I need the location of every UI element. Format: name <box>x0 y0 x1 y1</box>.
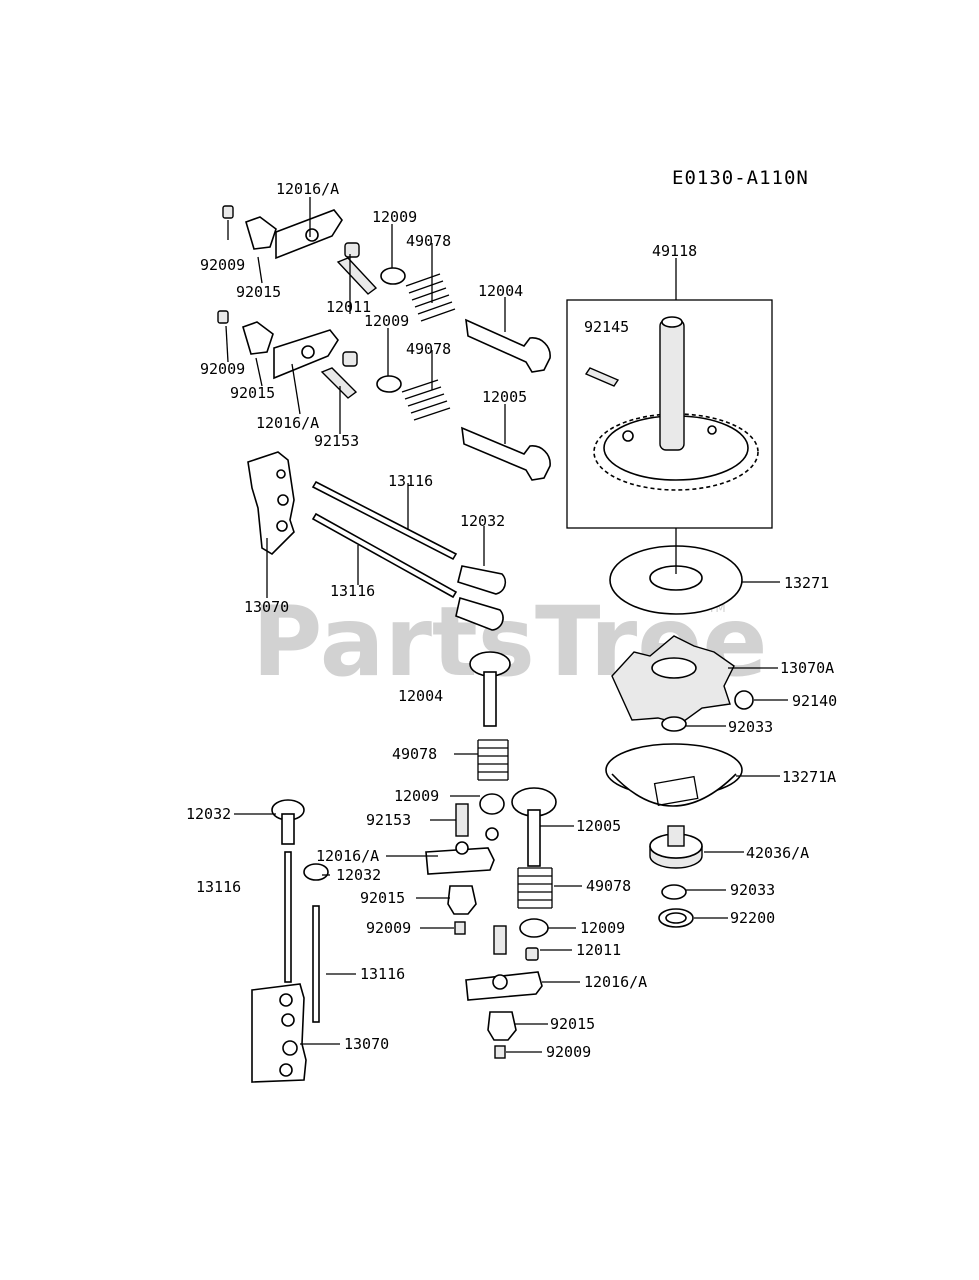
upper-rocker-assembly <box>217 205 551 481</box>
label-13116: 13116 <box>330 582 375 600</box>
label-12005: 12005 <box>482 388 527 406</box>
label-12016A: 12016/A <box>256 414 319 432</box>
label-92015: 92015 <box>230 384 275 402</box>
label-92200: 92200 <box>730 909 775 927</box>
label-92145: 92145 <box>584 318 629 336</box>
label-92033: 92033 <box>730 881 775 899</box>
camshaft-gear <box>584 316 759 491</box>
label-13070A: 13070A <box>780 659 834 677</box>
label-12016A: 12016/A <box>584 973 647 991</box>
label-42036A: 42036/A <box>746 844 809 862</box>
camshaft-box <box>566 299 773 529</box>
label-13271: 13271 <box>784 574 829 592</box>
label-12032: 12032 <box>460 512 505 530</box>
label-92140: 92140 <box>792 692 837 710</box>
label-92009: 92009 <box>546 1043 591 1061</box>
label-13116: 13116 <box>196 878 241 896</box>
label-92033: 92033 <box>728 718 773 736</box>
label-13070: 13070 <box>344 1035 389 1053</box>
label-12016A: 12016/A <box>276 180 339 198</box>
label-12004: 12004 <box>398 687 443 705</box>
label-92009: 92009 <box>366 919 411 937</box>
governor-13070A <box>611 635 735 725</box>
label-12011: 12011 <box>576 941 621 959</box>
label-92153: 92153 <box>314 432 359 450</box>
label-92009: 92009 <box>200 256 245 274</box>
label-12032: 12032 <box>336 866 381 884</box>
push-rods-upper <box>311 480 458 599</box>
label-12009: 12009 <box>580 919 625 937</box>
label-49078: 49078 <box>392 745 437 763</box>
label-49078: 49078 <box>586 877 631 895</box>
label-49118: 49118 <box>652 242 697 260</box>
label-92009: 92009 <box>200 360 245 378</box>
label-12009: 12009 <box>372 208 417 226</box>
label-13271A: 13271A <box>782 768 836 786</box>
label-13116: 13116 <box>388 472 433 490</box>
label-49078: 49078 <box>406 232 451 250</box>
label-49078: 49078 <box>406 340 451 358</box>
label-12032: 12032 <box>186 805 231 823</box>
label-92153: 92153 <box>366 811 411 829</box>
lower-valve-assembly <box>425 651 557 1059</box>
label-92015: 92015 <box>236 283 281 301</box>
label-12016A: 12016/A <box>316 847 379 865</box>
lower-left-assembly <box>251 799 329 1083</box>
label-12011: 12011 <box>326 298 371 316</box>
label-13116: 13116 <box>360 965 405 983</box>
leader-lines <box>225 197 788 1053</box>
bracket-13070-lower <box>251 983 307 1083</box>
label-92015: 92015 <box>550 1015 595 1033</box>
label-12004: 12004 <box>478 282 523 300</box>
diagram-code: E0130-A110N <box>672 167 809 189</box>
part-labels: 12016/A 12009 49078 92009 92015 12011 12… <box>186 180 837 1061</box>
label-92015: 92015 <box>360 889 405 907</box>
label-12009: 12009 <box>394 787 439 805</box>
label-12005: 12005 <box>576 817 621 835</box>
label-12009: 12009 <box>364 312 409 330</box>
label-13070: 13070 <box>244 598 289 616</box>
